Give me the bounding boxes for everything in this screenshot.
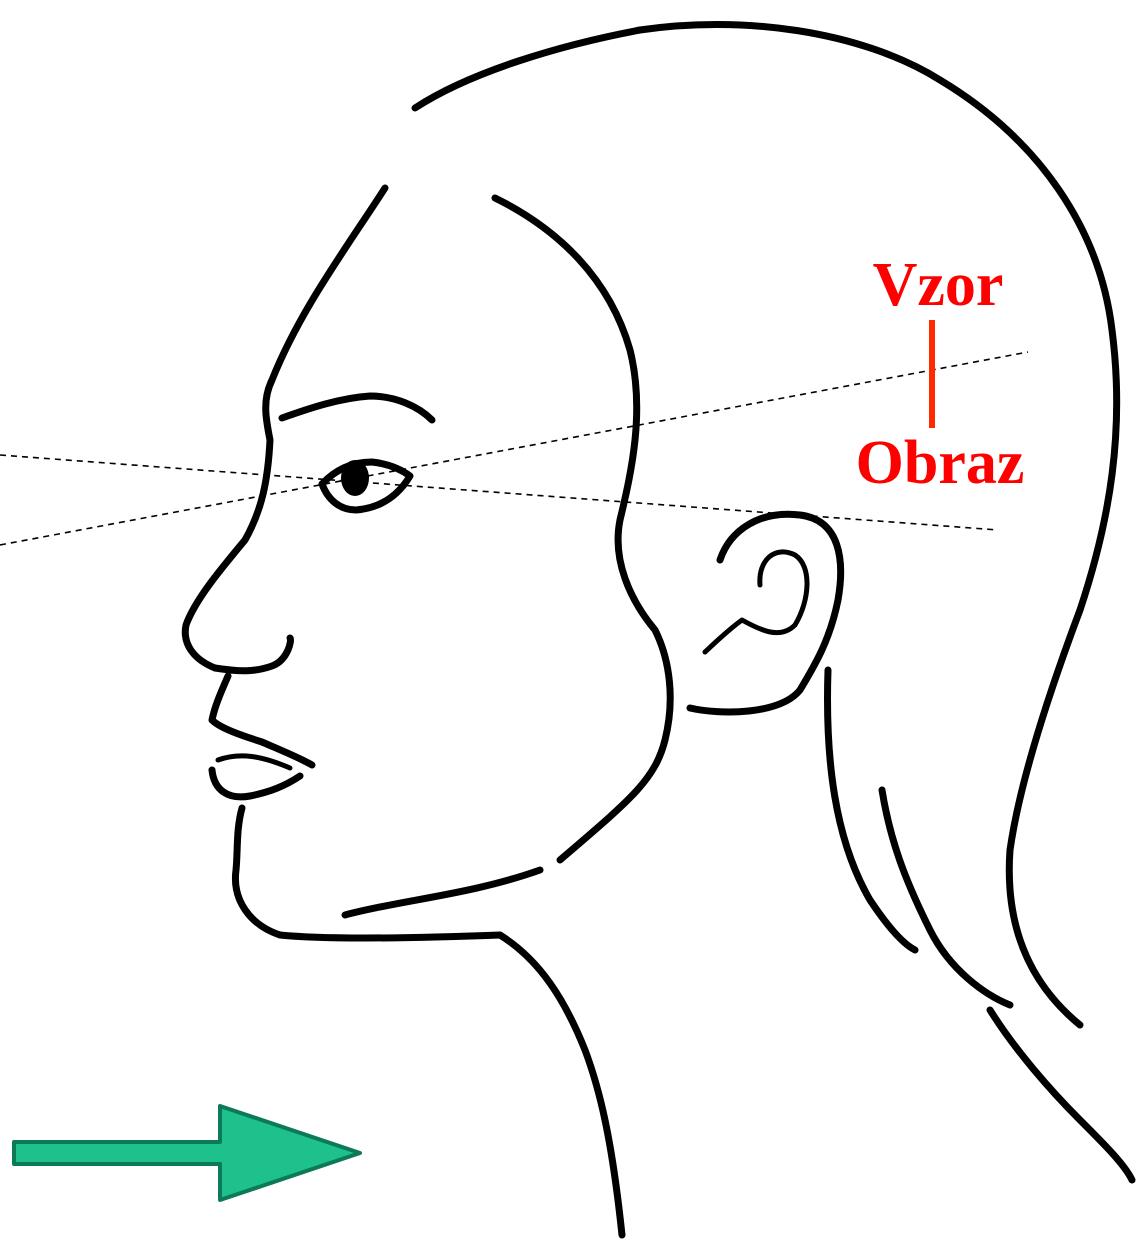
label-vzor: Vzor — [873, 251, 1004, 319]
ear-contour — [690, 514, 841, 712]
face-front-contour — [185, 188, 385, 668]
hair-strand-1 — [827, 670, 915, 950]
hairline-curve — [495, 198, 670, 860]
jaw-underline — [345, 870, 540, 915]
ear-inner-curl — [705, 552, 807, 652]
label-group: Vzor Obraz — [856, 251, 1025, 497]
sight-line-descending — [0, 455, 998, 530]
label-obraz: Obraz — [856, 429, 1025, 497]
nose-contour — [215, 638, 290, 671]
eyebrow — [282, 396, 432, 420]
hair-strand-2 — [882, 790, 1010, 1005]
mouth-line — [218, 756, 290, 768]
eye-pupil — [341, 460, 369, 496]
hair-strand-3 — [990, 1010, 1132, 1180]
lower-lip — [212, 770, 300, 797]
upper-lip — [212, 676, 312, 765]
right-arrow-icon — [14, 1106, 360, 1200]
head-profile-drawing — [185, 24, 1132, 1235]
